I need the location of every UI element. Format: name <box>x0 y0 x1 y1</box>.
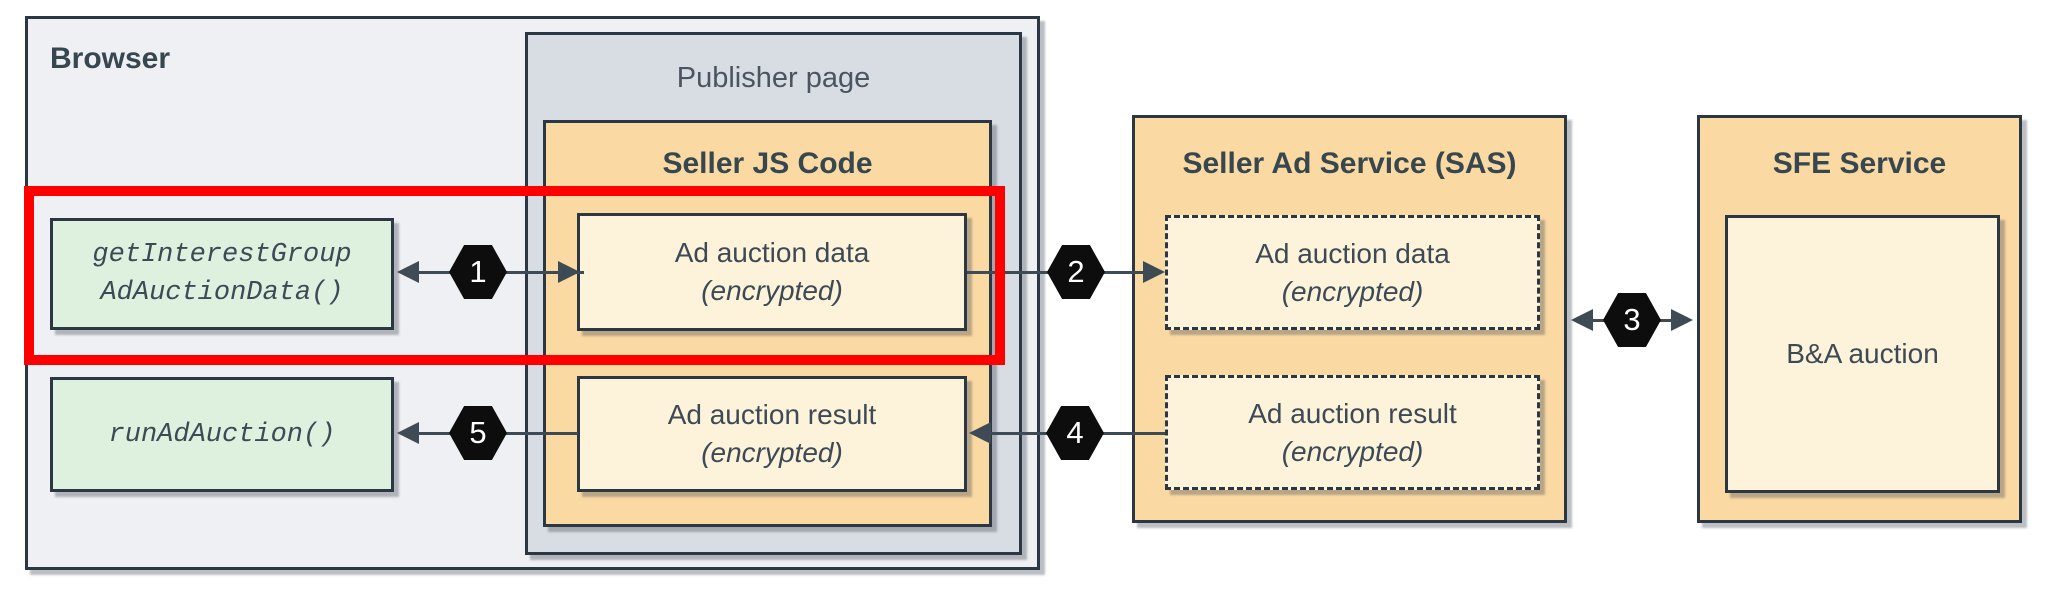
sas-ad-auction-result-label: Ad auction result <box>1248 397 1457 429</box>
sas-ad-auction-data-encrypted-label: (encrypted) <box>1281 275 1424 307</box>
step-2-badge: 2 <box>1047 245 1105 299</box>
ba-auction-node: B&A auction <box>1725 215 2000 493</box>
browser-title: Browser <box>50 42 171 75</box>
arrow-left-icon <box>397 422 419 444</box>
step-4-label: 4 <box>1066 415 1084 450</box>
sfe-service-title: SFE Service <box>1772 147 1947 180</box>
sas-ad-auction-data-label: Ad auction data <box>1255 237 1450 269</box>
arrow-right-icon <box>1143 261 1165 283</box>
arrow-left-icon <box>1571 309 1593 331</box>
seller-js-ad-auction-data-node: Ad auction data (encrypted) <box>577 213 967 331</box>
highlight-rectangle <box>24 186 1005 365</box>
run-ad-auction-node: runAdAuction() <box>50 377 394 492</box>
arrow-left-icon <box>397 261 419 283</box>
seller-js-ad-auction-data-encrypted-label: (encrypted) <box>701 275 843 306</box>
step-3-badge: 3 <box>1603 293 1661 347</box>
sas-ad-auction-result-encrypted-label: (encrypted) <box>1281 435 1424 467</box>
get-interest-group-line1: getInterestGroup <box>92 240 352 270</box>
seller-js-ad-auction-result-label: Ad auction result <box>667 399 877 430</box>
step-3-label: 3 <box>1623 302 1641 337</box>
get-interest-group-line2: AdAuctionData() <box>100 278 344 308</box>
step-5-label: 5 <box>469 415 487 450</box>
step-1-label: 1 <box>469 254 487 289</box>
arrow-right-icon <box>558 261 580 283</box>
seller-js-ad-auction-result-node: Ad auction result (encrypted) <box>577 376 967 492</box>
get-interest-group-ad-auction-data-node: getInterestGroup AdAuctionData() <box>50 218 394 330</box>
seller-ad-service-title: Seller Ad Service (SAS) <box>1182 147 1517 180</box>
step-2-label: 2 <box>1067 254 1085 289</box>
step-4-badge: 4 <box>1046 406 1104 460</box>
run-ad-auction-label: runAdAuction() <box>108 419 336 450</box>
ba-auction-label: B&A auction <box>1786 338 1939 369</box>
seller-js-code-title: Seller JS Code <box>662 147 873 180</box>
publisher-page-title: Publisher page <box>676 62 871 94</box>
arrow-left-icon <box>969 422 991 444</box>
seller-js-ad-auction-data-label: Ad auction data <box>674 237 870 268</box>
sas-ad-auction-data-node: Ad auction data (encrypted) <box>1165 215 1540 330</box>
arrow-right-icon <box>1671 309 1693 331</box>
sas-ad-auction-result-node: Ad auction result (encrypted) <box>1165 375 1540 490</box>
seller-js-ad-auction-result-encrypted-label: (encrypted) <box>701 437 843 468</box>
